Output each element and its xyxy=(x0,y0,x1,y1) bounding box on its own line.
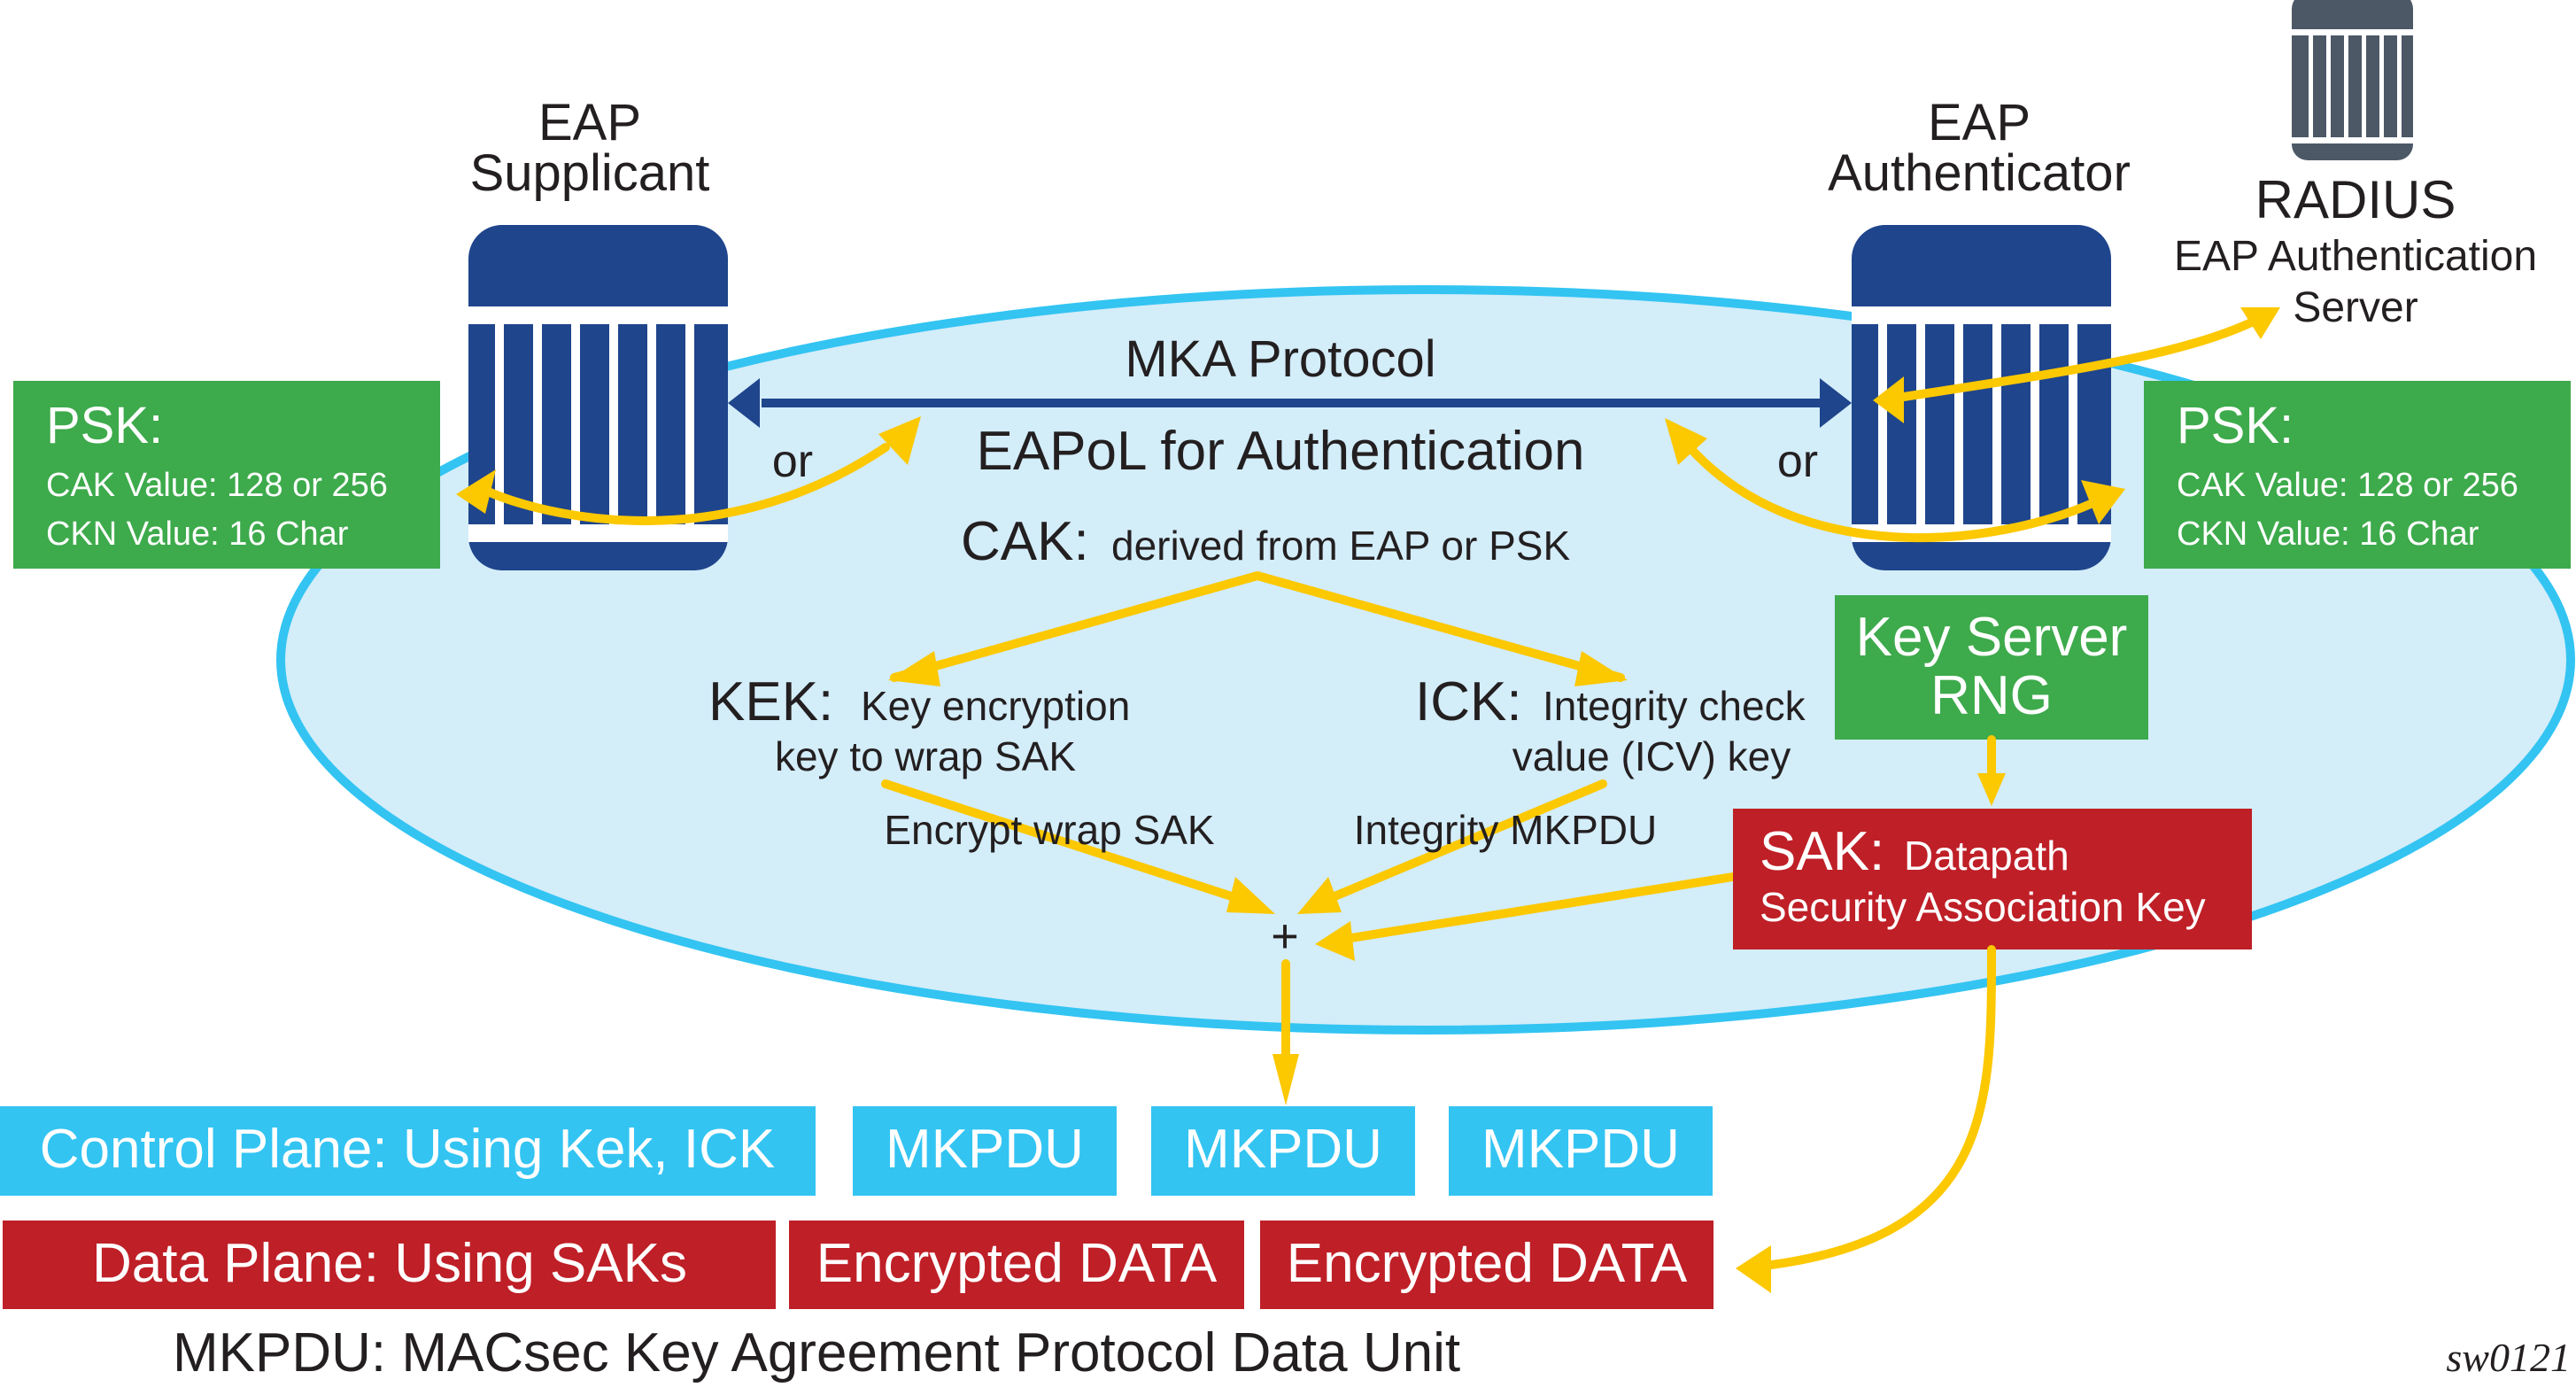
plus-sign: + xyxy=(1271,910,1299,963)
sak-label: SAK: xyxy=(1760,821,1884,882)
kek-line1: Key encryption xyxy=(861,683,1130,729)
plus-to-mkpdu-arrow xyxy=(1273,959,1299,1105)
mkpdu-packet xyxy=(853,1106,1117,1196)
ick-to-plus-arrow xyxy=(1297,779,1607,914)
supplicant-title-line2: Supplicant xyxy=(470,144,710,202)
figure-id: sw0121 xyxy=(2446,1335,2571,1380)
psk-right-ckn: CKN Value: 16 Char xyxy=(2177,515,2479,553)
psk-left-title: PSK: xyxy=(46,397,163,454)
radius-server-icon xyxy=(2292,0,2413,160)
cak-text: CAK: derived from EAP or PSK xyxy=(961,511,1570,572)
kek-label: KEK: xyxy=(708,671,833,732)
authenticator-title-line1: EAP xyxy=(1928,94,2031,151)
right-psk-eapol-arrow xyxy=(1665,418,2125,543)
sak-box: SAK: Datapath Security Association Key xyxy=(1733,809,2252,949)
ick-line1: Integrity check xyxy=(1543,683,1806,729)
radius-desc-line1: EAP Authentication xyxy=(2174,233,2537,280)
sak-to-plus-arrow xyxy=(1315,872,1737,961)
key-server-line2: RNG xyxy=(1930,665,2053,726)
psk-right-cak: CAK Value: 128 or 256 xyxy=(2177,467,2518,504)
cak-description: derived from EAP or PSK xyxy=(1111,523,1570,569)
mkpdu-packet-label: MKPDU xyxy=(1184,1119,1382,1180)
left-psk-eapol-arrow xyxy=(456,416,921,525)
encrypted-data-packet xyxy=(789,1221,1244,1309)
footnote: MKPDU: MACsec Key Agreement Protocol Dat… xyxy=(173,1322,1460,1383)
encrypted-data-packet xyxy=(1260,1221,1713,1309)
mka-protocol-label: MKA Protocol xyxy=(1125,330,1435,388)
cak-label: CAK: xyxy=(961,511,1089,572)
radius-title: RADIUS xyxy=(2255,170,2456,229)
kek-line2: key to wrap SAK xyxy=(775,733,1076,779)
encrypt-wrap-label: Encrypt wrap SAK xyxy=(884,807,1215,853)
psk-right-box: PSK: CAK Value: 128 or 256 CKN Value: 16… xyxy=(2144,381,2571,569)
cak-derive-arrows xyxy=(888,570,1628,686)
sak-line1: Datapath xyxy=(1904,833,2069,879)
supplicant-title-line1: EAP xyxy=(538,94,641,151)
ick-label: ICK: xyxy=(1415,671,1522,732)
key-server-to-sak-arrow xyxy=(1977,735,2006,806)
control-plane-label: Control Plane: Using Kek, ICK xyxy=(40,1119,776,1180)
encrypted-data-label: Encrypted DATA xyxy=(816,1233,1218,1294)
radius-desc-line2: Server xyxy=(2293,284,2417,331)
or-right-label: or xyxy=(1777,436,1818,487)
eapol-label: EAPoL for Authentication xyxy=(976,421,1584,482)
sak-to-encrypted-data-arrow xyxy=(1736,945,1997,1293)
authenticator-radius-arrow xyxy=(1873,307,2280,423)
mkpdu-packet-label: MKPDU xyxy=(1481,1119,1680,1180)
psk-left-box: PSK: CAK Value: 128 or 256 CKN Value: 16… xyxy=(13,381,440,569)
integrity-mkpdu-label: Integrity MKPDU xyxy=(1354,807,1658,853)
key-server-rng-box: Key Server RNG xyxy=(1835,595,2148,740)
psk-left-ckn: CKN Value: 16 Char xyxy=(46,515,349,553)
supplicant-server-icon xyxy=(468,225,728,570)
sak-line2: Security Association Key xyxy=(1760,884,2206,930)
data-plane-label: Data Plane: Using SAKs xyxy=(92,1233,687,1294)
mkpdu-packet xyxy=(1151,1106,1415,1196)
control-plane-row: Control Plane: Using Kek, ICK MKPDU MKPD… xyxy=(0,1106,1713,1196)
kek-to-plus-arrow xyxy=(881,779,1275,914)
key-server-line1: Key Server xyxy=(1856,607,2128,668)
mka-protocol-arrow xyxy=(728,378,1852,428)
authenticator-title-line2: Authenticator xyxy=(1828,144,2131,202)
encrypted-data-label: Encrypted DATA xyxy=(1287,1233,1688,1294)
mkpdu-packet xyxy=(1449,1106,1713,1196)
psk-right-title: PSK: xyxy=(2177,397,2294,454)
data-plane-row: Data Plane: Using SAKs Encrypted DATA En… xyxy=(3,1221,1713,1309)
mkpdu-packet-label: MKPDU xyxy=(886,1119,1084,1180)
or-left-label: or xyxy=(772,436,813,487)
ick-line2: value (ICV) key xyxy=(1512,733,1791,779)
psk-left-cak: CAK Value: 128 or 256 xyxy=(46,467,388,504)
